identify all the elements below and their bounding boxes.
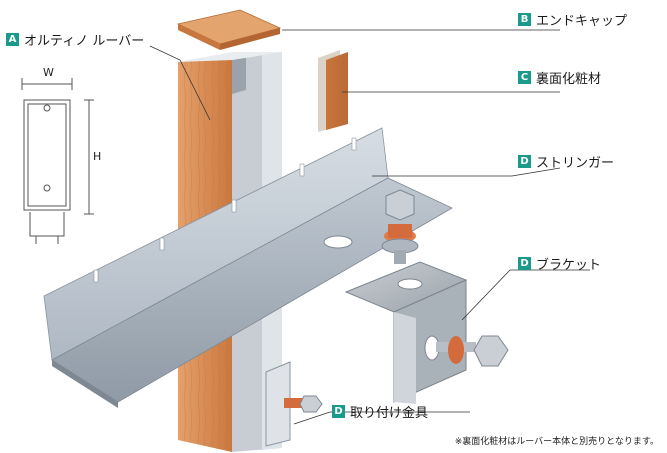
label-bracket-text: ブラケット xyxy=(536,258,602,273)
label-louver: A オルティノ ルーバー xyxy=(6,30,144,49)
label-back-finish-text: 裏面化粧材 xyxy=(536,72,602,87)
bracket xyxy=(344,261,468,404)
label-stringer: D ストリンガー xyxy=(518,152,614,171)
width-label: W xyxy=(43,66,54,79)
label-louver-text: オルティノ ルーバー xyxy=(24,34,145,49)
label-end-cap-text: エンドキャップ xyxy=(536,14,628,29)
label-end-cap: B エンドキャップ xyxy=(518,10,627,29)
label-bracket: D ブラケット xyxy=(518,254,601,273)
label-back-finish: C 裏面化粧材 xyxy=(518,68,601,87)
end-cap xyxy=(176,9,282,50)
badge-d-stringer: D xyxy=(518,155,531,168)
badge-c: C xyxy=(518,71,531,84)
stringer-bolt xyxy=(381,189,419,264)
label-mounting-fitting: D 取り付け金具 xyxy=(332,402,428,421)
cross-section-drawing xyxy=(21,78,94,244)
badge-d-bracket: D xyxy=(518,257,531,270)
badge-a: A xyxy=(6,33,19,46)
label-stringer-text: ストリンガー xyxy=(536,156,615,171)
height-label: H xyxy=(93,150,101,163)
badge-d-fitting: D xyxy=(332,405,345,418)
footnote: ※裏面化粧材はルーバー本体と別売りとなります。 xyxy=(454,437,659,447)
mounting-fitting xyxy=(265,361,323,447)
label-mounting-fitting-text: 取り付け金具 xyxy=(350,406,429,421)
back-finish-material xyxy=(318,50,348,132)
badge-b: B xyxy=(518,13,531,26)
leader-lines xyxy=(149,29,590,425)
bracket-bolt xyxy=(436,335,509,367)
stringer xyxy=(43,127,453,408)
